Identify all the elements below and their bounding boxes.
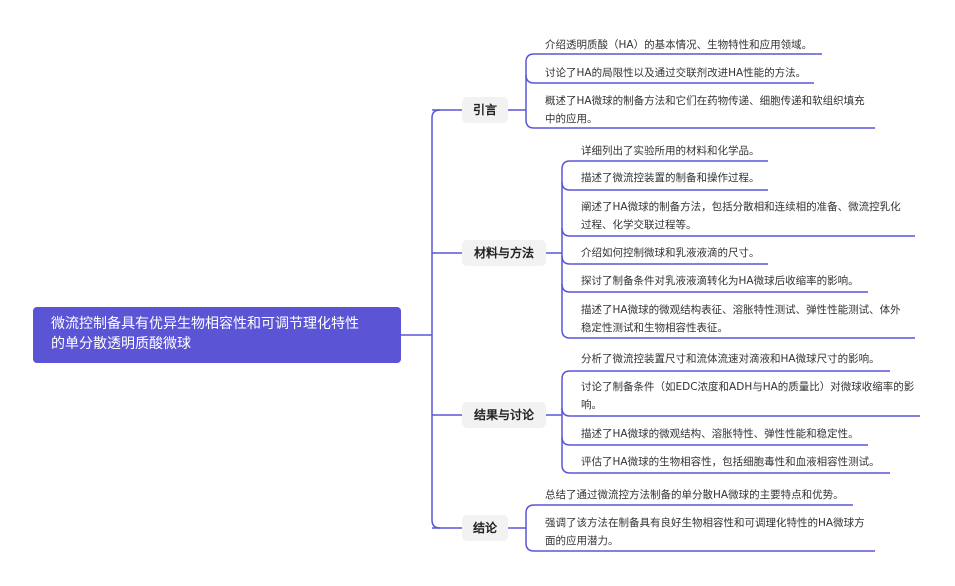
leaf-text: 中的应用。 bbox=[545, 113, 598, 125]
leaf-text: 描述了HA微球的微观结构表征、溶胀特性测试、弹性性能测试、体外 bbox=[581, 304, 901, 316]
leaf-node[interactable]: 阐述了HA微球的制备方法，包括分散相和连续相的准备、微流控乳化过程、化学交联过程… bbox=[581, 198, 901, 234]
root-line: 的单分散透明质酸微球 bbox=[51, 336, 191, 352]
leaf-text: 探讨了制备条件对乳液液滴转化为HA微球后收缩率的影响。 bbox=[581, 275, 859, 287]
leaf-node[interactable]: 描述了HA微球的微观结构、溶胀特性、弹性性能和稳定性。 bbox=[581, 425, 859, 443]
leaf-text: 评估了HA微球的生物相容性，包括细胞毒性和血液相容性测试。 bbox=[581, 456, 880, 468]
leaf-underline bbox=[561, 160, 768, 170]
branch-node[interactable]: 引言 bbox=[462, 97, 508, 123]
leaf-underline bbox=[561, 181, 768, 191]
leaf-node[interactable]: 详细列出了实验所用的材料和化学品。 bbox=[581, 142, 760, 160]
leaf-text: 阐述了HA微球的制备方法，包括分散相和连续相的准备、微流控乳化 bbox=[581, 201, 901, 213]
leaf-underline bbox=[561, 464, 890, 474]
branch-node[interactable]: 结论 bbox=[462, 515, 508, 541]
leaf-text: 详细列出了实验所用的材料和化学品。 bbox=[581, 145, 760, 157]
leaf-underline bbox=[525, 53, 822, 63]
root-line: 微流控制备具有优异生物相容性和可调节理化特性 bbox=[51, 316, 359, 332]
leaf-node[interactable]: 分析了微流控装置尺寸和流体流速对滴液和HA微球尺寸的影响。 bbox=[581, 350, 880, 368]
leaf-underline bbox=[561, 329, 915, 339]
leaf-text: 过程、化学交联过程等。 bbox=[581, 219, 697, 231]
leaf-text: 总结了通过微流控方法制备的单分散HA微球的主要特点和优势。 bbox=[545, 489, 844, 501]
leaf-text: 介绍如何控制微球和乳液液滴的尺寸。 bbox=[581, 247, 760, 259]
leaf-underline bbox=[561, 436, 868, 446]
leaf-text: 响。 bbox=[581, 399, 602, 411]
leaf-text: 面的应用潜力。 bbox=[545, 535, 619, 547]
leaf-node[interactable]: 概述了HA微球的制备方法和它们在药物传递、细胞传递和软组织填充中的应用。 bbox=[545, 92, 865, 128]
leaf-node[interactable]: 描述了HA微球的微观结构表征、溶胀特性测试、弹性性能测试、体外稳定性测试和生物相… bbox=[581, 301, 901, 337]
leaf-node[interactable]: 总结了通过微流控方法制备的单分散HA微球的主要特点和优势。 bbox=[545, 486, 844, 504]
leaf-underline bbox=[525, 119, 875, 129]
leaf-node[interactable]: 介绍透明质酸（HA）的基本情况、生物特性和应用领域。 bbox=[545, 36, 812, 54]
leaf-node[interactable]: 评估了HA微球的生物相容性，包括细胞毒性和血液相容性测试。 bbox=[581, 453, 880, 471]
leaf-underline bbox=[525, 542, 875, 552]
leaf-text: 介绍透明质酸（HA）的基本情况、生物特性和应用领域。 bbox=[545, 39, 813, 51]
leaf-text: 讨论了HA的局限性以及通过交联剂改进HA性能的方法。 bbox=[545, 67, 807, 79]
leaf-underline bbox=[561, 283, 868, 293]
leaf-text: 描述了HA微球的微观结构、溶胀特性、弹性性能和稳定性。 bbox=[581, 428, 859, 440]
leaf-node[interactable]: 介绍如何控制微球和乳液液滴的尺寸。 bbox=[581, 244, 760, 262]
leaf-node[interactable]: 强调了该方法在制备具有良好生物相容性和可调理化特性的HA微球方面的应用潜力。 bbox=[545, 514, 865, 550]
leaf-underline bbox=[561, 407, 920, 417]
trunk-line bbox=[431, 109, 441, 529]
leaf-text: 稳定性测试和生物相容性表征。 bbox=[581, 322, 728, 334]
leaf-node[interactable]: 探讨了制备条件对乳液液滴转化为HA微球后收缩率的影响。 bbox=[581, 272, 859, 290]
leaf-node[interactable]: 讨论了制备条件（如EDC浓度和ADH与HA的质量比）对微球收缩率的影响。 bbox=[581, 378, 914, 414]
leaf-text: 讨论了制备条件（如EDC浓度和ADH与HA的质量比）对微球收缩率的影 bbox=[581, 381, 915, 393]
leaf-underline bbox=[561, 255, 768, 265]
branch-node[interactable]: 材料与方法 bbox=[462, 240, 546, 266]
leaf-text: 描述了微流控装置的制备和操作过程。 bbox=[581, 172, 760, 184]
root-node[interactable]: 微流控制备具有优异生物相容性和可调节理化特性 的单分散透明质酸微球 bbox=[33, 307, 401, 363]
leaf-text: 强调了该方法在制备具有良好生物相容性和可调理化特性的HA微球方 bbox=[545, 517, 865, 529]
leaf-node[interactable]: 讨论了HA的局限性以及通过交联剂改进HA性能的方法。 bbox=[545, 64, 806, 82]
leaf-text: 分析了微流控装置尺寸和流体流速对滴液和HA微球尺寸的影响。 bbox=[581, 353, 880, 365]
leaf-underline bbox=[561, 227, 915, 237]
leaf-text: 概述了HA微球的制备方法和它们在药物传递、细胞传递和软组织填充 bbox=[545, 95, 865, 107]
branch-node[interactable]: 结果与讨论 bbox=[462, 402, 546, 428]
leaf-underline bbox=[525, 74, 814, 84]
leaf-underline bbox=[561, 370, 890, 380]
leaf-underline bbox=[525, 504, 853, 514]
leaf-node[interactable]: 描述了微流控装置的制备和操作过程。 bbox=[581, 169, 760, 187]
